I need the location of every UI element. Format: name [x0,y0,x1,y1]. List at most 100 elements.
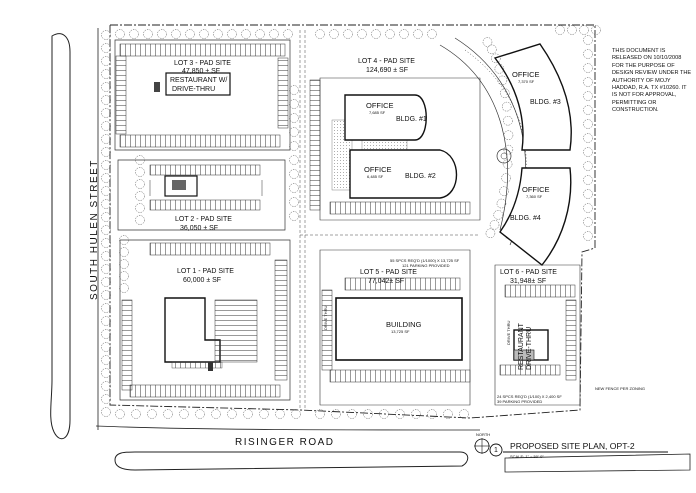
tree-icon [427,29,437,39]
plan-scale: SCALE: 1" = 50'-0" [510,454,544,459]
tree-icon [443,409,453,419]
bldg6-line1: RESTAURANT [518,322,525,370]
tree-icon [371,29,381,39]
tree-icon [501,101,512,112]
bldg5-area: 13,725 SF [391,329,410,334]
tree-icon [101,303,111,313]
bldg1-name: BLDG. #1 [396,116,427,123]
tree-icon [289,113,299,123]
lot-4 [309,37,572,266]
tree-icon [199,29,209,39]
tree-icon [101,225,111,235]
tree-icon [459,409,469,419]
tree-icon [583,217,593,227]
tree-icon [129,29,139,39]
tree-icon [331,409,341,419]
tree-icon [289,197,299,207]
tree-icon [503,130,514,140]
main-drive [299,30,306,410]
lot-2 [117,159,286,231]
tree-icon [241,29,251,39]
tree-icon [491,53,501,64]
tree-icon [101,173,111,183]
tree-icon [291,409,301,419]
tree-icon [289,99,299,109]
tree-icon [502,159,513,169]
tree-icon [101,251,111,261]
tree-icon [101,186,111,196]
street-label-risinger: RISINGER ROAD [235,437,335,448]
bldg2-name: BLDG. #2 [405,173,436,180]
bldg2-area: 6,485 SF [367,174,384,179]
tree-icon [119,259,129,269]
tree-icon [567,25,577,35]
lot4-name: LOT 4 - PAD SITE [358,58,415,65]
tree-icon [101,134,111,144]
tree-icon [185,29,195,39]
drive-thru-lot5: DRIVE THRU [323,306,328,330]
lot1-name: LOT 1 - PAD SITE [177,268,234,275]
tree-icon [101,342,111,352]
tree-icon [179,409,189,419]
north-label: NORTH [476,432,490,437]
tree-icon [101,56,111,66]
lot3-bldg-line1: RESTAURANT W/ [170,77,227,84]
tree-icon [101,407,111,417]
tree-icon [482,37,493,47]
tree-icon [171,29,181,39]
tree-icon [143,29,153,39]
tree-icon [101,381,111,391]
tree-icon [347,409,357,419]
tree-icon [101,212,111,222]
tree-icon [283,29,293,39]
tree-icon [119,271,129,281]
tree-icon [213,29,223,39]
tree-icon [135,191,145,201]
tree-icon [101,199,111,209]
tree-icon [427,409,437,419]
tree-icon [101,147,111,157]
tree-icon [501,173,511,183]
tree-icon [157,29,167,39]
lot6-parking-prov: 39 PARKING PROVIDED [497,399,542,404]
tree-icon [497,75,508,86]
tree-icon [119,283,129,293]
tree-icon [583,189,593,199]
property-boundary [109,24,596,419]
bldg5-label: BUILDING [386,320,422,329]
bldg1-label: OFFICE [366,101,394,110]
tree-icon [195,409,205,419]
tree-icon [579,25,589,35]
restaurant-building-lot3 [165,72,231,96]
lot6-parking-req: 24 SPCS REQ'D (1/100) X 2,400 SF [497,394,562,399]
tree-icon [101,69,111,79]
lot4-area: 124,690 ± SF [366,67,408,74]
lot-1 [119,239,291,401]
tree-icon [135,167,145,177]
tree-icon [315,29,325,39]
tree-icon [259,409,269,419]
tree-icon [555,25,565,35]
north-arrow [474,438,490,454]
tree-icon [487,44,497,55]
tree-icon [119,247,129,257]
design-review-disclaimer: THIS DOCUMENT IS RELEASED ON 10/10/2008 … [612,48,692,114]
lot3-bldg-line2: DRIVE-THRU [172,86,215,93]
tree-icon [289,169,299,179]
tree-icon [131,409,141,419]
bldg4-area: 7,360 SF [526,194,543,199]
tree-icon [289,211,299,221]
lot5-name: LOT 5 - PAD SITE [360,269,417,276]
tree-icon [119,235,129,245]
tree-icon [489,220,500,230]
tree-icon [363,409,373,419]
risinger-curb [95,425,481,431]
lot6-area: 31,948± SF [510,278,546,285]
tree-icon [494,64,505,74]
tree-icon [493,210,503,220]
tree-icon [101,108,111,118]
tree-icon [329,29,339,39]
bldg1-area: 7,685 SF [369,110,386,115]
tree-icon [101,368,111,378]
tree-icon [500,88,510,98]
